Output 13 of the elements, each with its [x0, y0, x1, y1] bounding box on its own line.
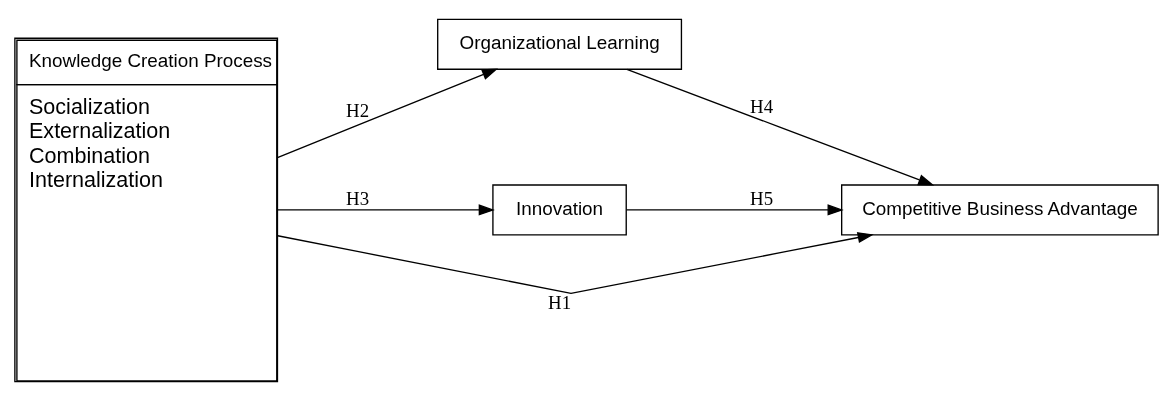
edge-label: H3 [346, 187, 370, 209]
arrow [276, 68, 499, 159]
arrow [276, 204, 495, 216]
edge-label: H2 [346, 100, 370, 122]
edge-label: H1 [548, 291, 572, 313]
edge-label: H5 [750, 187, 774, 209]
node-box: Innovation [492, 184, 627, 236]
arrow [626, 68, 935, 186]
node-box: Competitive Business Advantage [841, 184, 1159, 236]
arrow [277, 232, 874, 295]
arrow [625, 204, 844, 216]
edge-label: H4 [750, 96, 774, 118]
node-box: Organizational Learning [437, 18, 683, 70]
